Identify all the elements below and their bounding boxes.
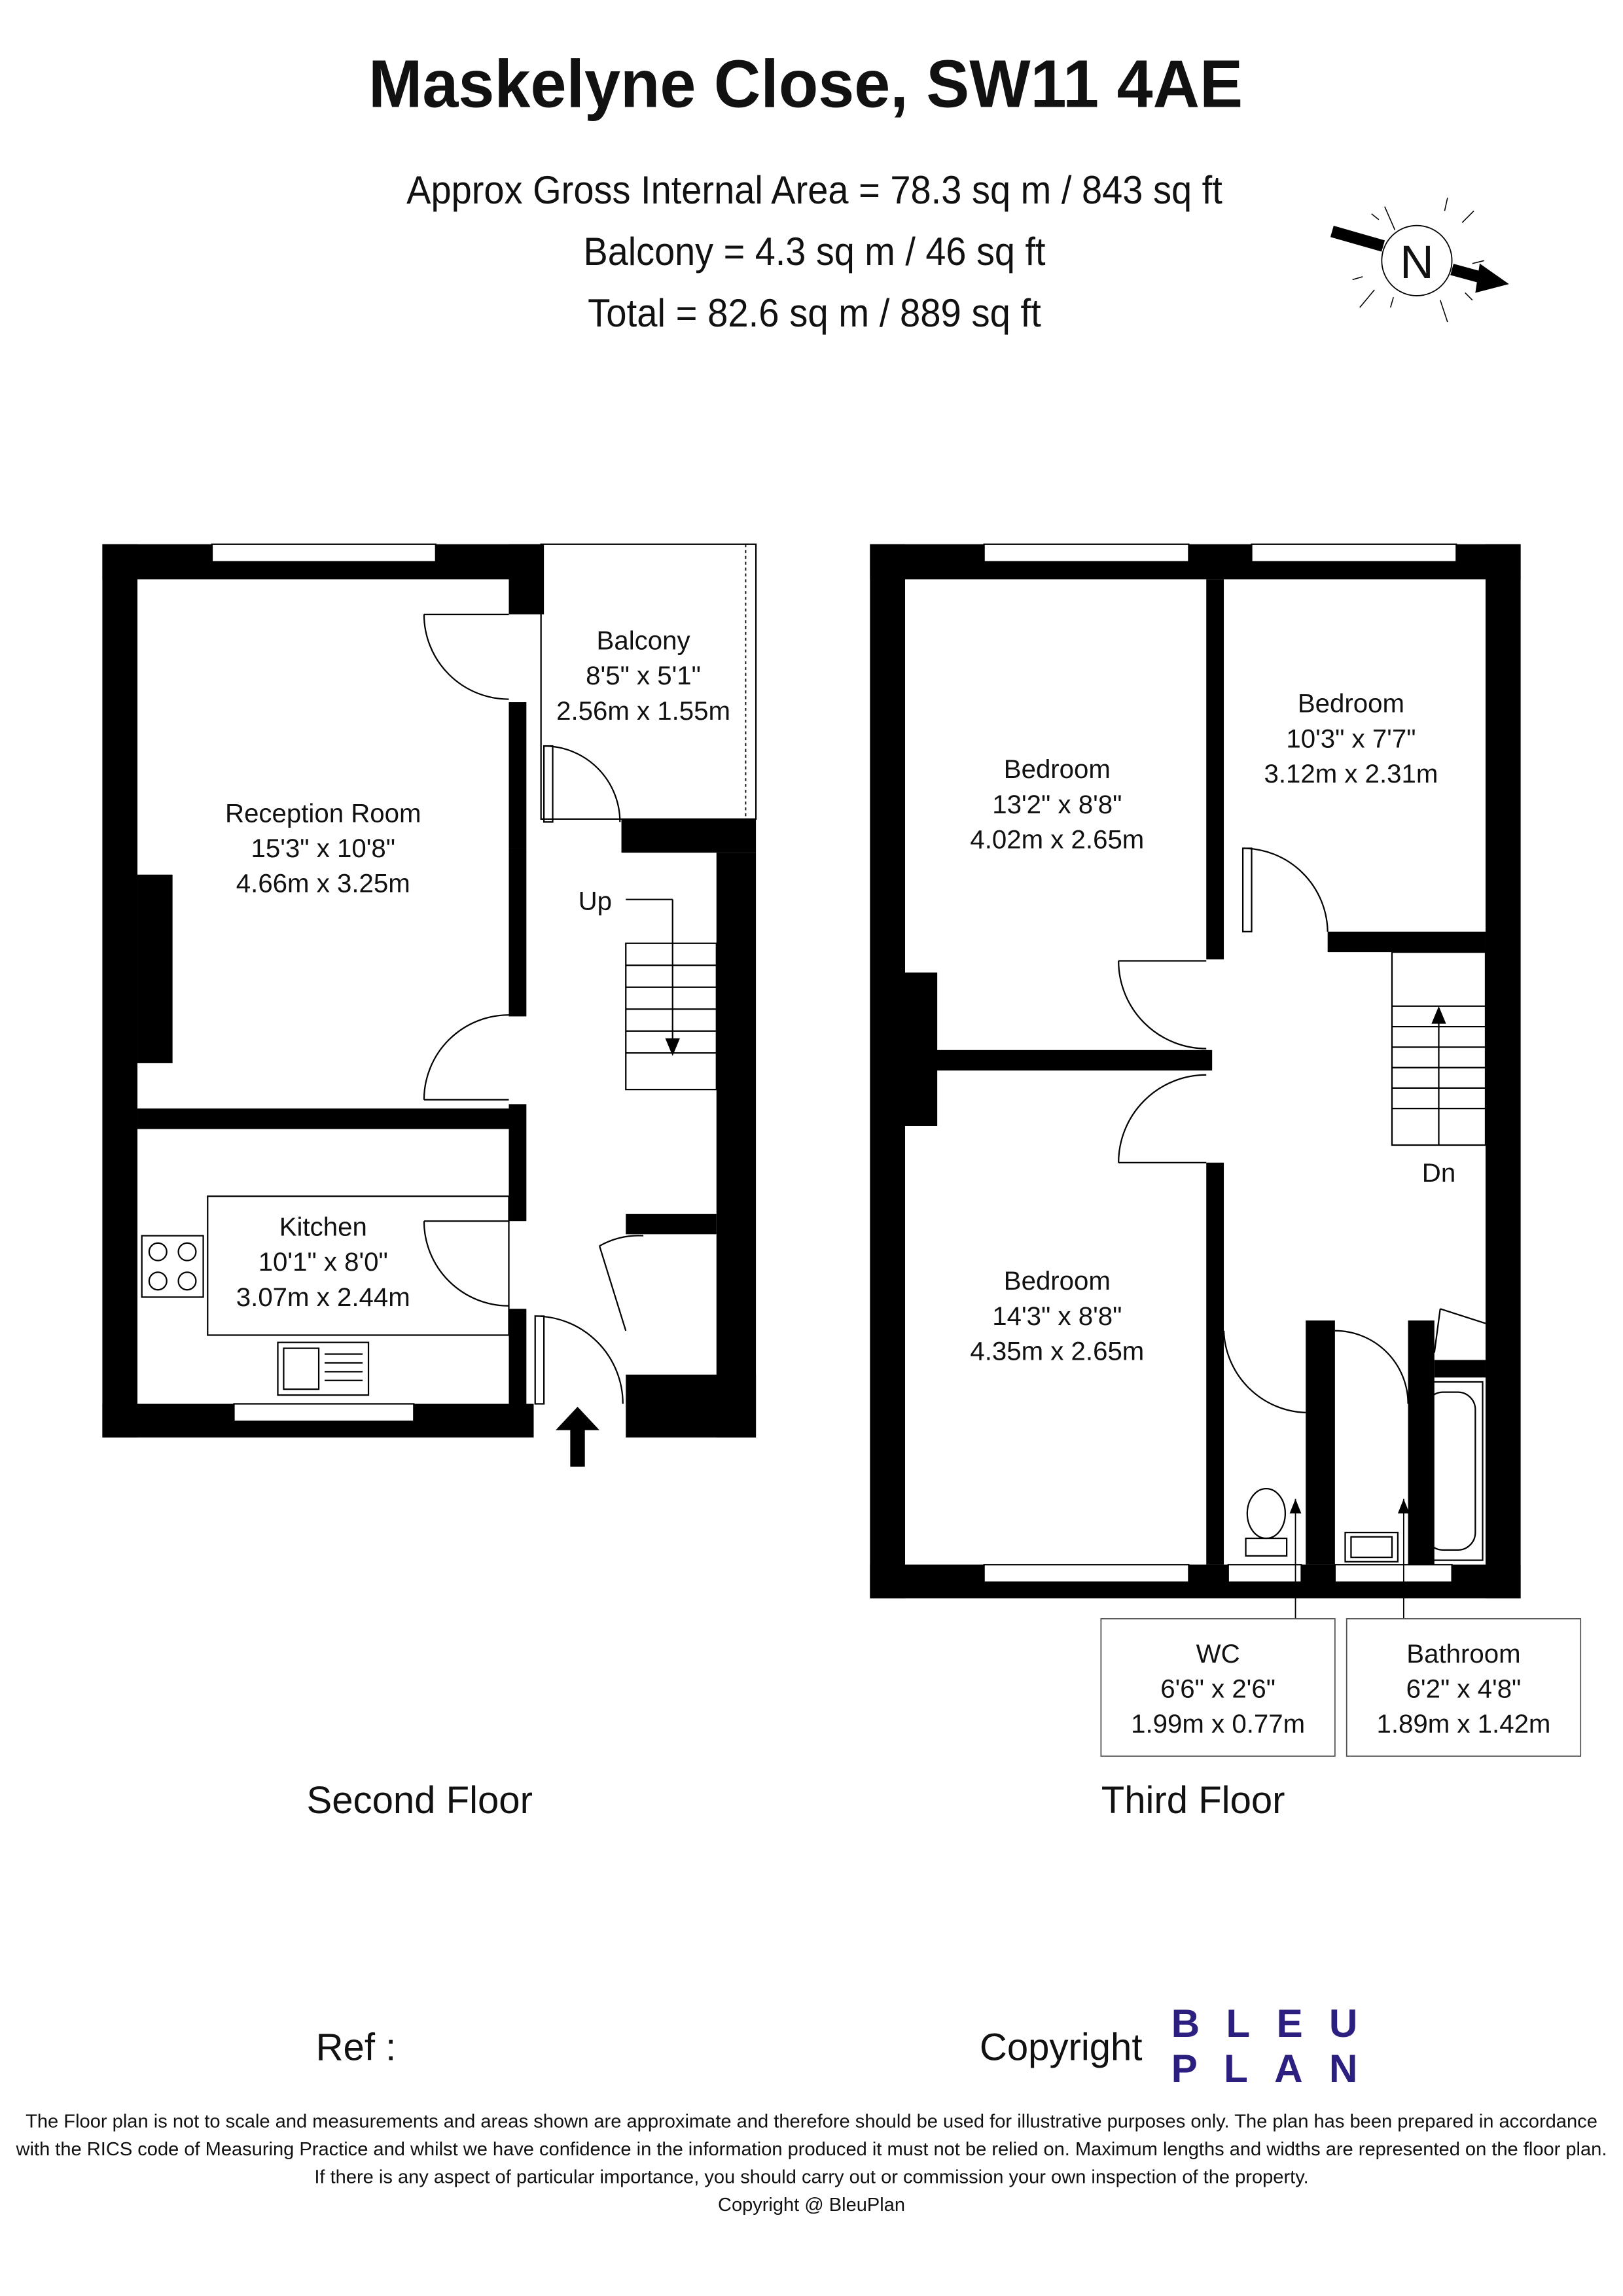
- gross-area: Approx Gross Internal Area = 78.3 sq m /…: [406, 168, 1222, 212]
- svg-text:Bedroom: Bedroom: [1004, 1266, 1111, 1296]
- svg-text:WC: WC: [1196, 1639, 1240, 1669]
- hob-icon: [141, 1235, 204, 1298]
- svg-text:Bedroom: Bedroom: [1298, 689, 1404, 718]
- balcony-area: Balcony = 4.3 sq m / 46 sq ft: [583, 229, 1045, 274]
- copyright-label: Copyright: [980, 2026, 1143, 2069]
- third-floor-plan: Bedroom 13'2" x 8'8" 4.02m x 2.65m Bedro…: [870, 543, 1582, 1822]
- svg-text:15'3" x 10'8": 15'3" x 10'8": [251, 834, 395, 863]
- svg-text:8'5" x 5'1": 8'5" x 5'1": [586, 661, 701, 690]
- ref-label: Ref :: [316, 2026, 397, 2069]
- stairs-down-label: Dn: [1422, 1158, 1455, 1188]
- bathtub-icon: [1418, 1381, 1484, 1561]
- svg-text:10'3" x 7'7": 10'3" x 7'7": [1286, 724, 1416, 753]
- svg-text:6'2" x 4'8": 6'2" x 4'8": [1406, 1674, 1522, 1704]
- third-floor-label: Third Floor: [1101, 1779, 1285, 1822]
- disclaimer-line-2: with the RICS code of Measuring Practice…: [16, 2139, 1607, 2160]
- svg-text:PLAN: PLAN: [1171, 2046, 1384, 2091]
- room-reception: Reception Room 15'3" x 10'8" 4.66m x 3.2…: [225, 798, 421, 898]
- north-compass-icon: N: [1330, 198, 1509, 323]
- svg-text:1.89m x 1.42m: 1.89m x 1.42m: [1377, 1709, 1551, 1739]
- disclaimer-copyright: Copyright @ BleuPlan: [718, 2195, 905, 2216]
- svg-text:14'3" x 8'8": 14'3" x 8'8": [992, 1301, 1122, 1331]
- svg-text:Reception Room: Reception Room: [225, 798, 421, 828]
- svg-text:4.02m x 2.65m: 4.02m x 2.65m: [970, 824, 1144, 854]
- room-wc: WC 6'6" x 2'6" 1.99m x 0.77m: [1100, 1618, 1336, 1757]
- room-bathroom: Bathroom 6'2" x 4'8" 1.89m x 1.42m: [1346, 1618, 1582, 1757]
- room-bedroom-1: Bedroom 13'2" x 8'8" 4.02m x 2.65m: [970, 754, 1144, 854]
- svg-text:Kitchen: Kitchen: [279, 1212, 367, 1242]
- room-bedroom-2: Bedroom 10'3" x 7'7" 3.12m x 2.31m: [1264, 689, 1438, 788]
- svg-text:6'6" x 2'6": 6'6" x 2'6": [1160, 1674, 1275, 1704]
- svg-text:3.12m x 2.31m: 3.12m x 2.31m: [1264, 759, 1438, 788]
- toilet-icon: [1245, 1487, 1288, 1557]
- svg-text:Balcony: Balcony: [597, 626, 691, 656]
- second-floor-plan: Balcony 8'5" x 5'1" 2.56m x 1.55m Recept…: [102, 543, 757, 1822]
- room-balcony: Balcony 8'5" x 5'1" 2.56m x 1.55m: [556, 626, 730, 726]
- svg-text:4.66m x 3.25m: 4.66m x 3.25m: [236, 869, 410, 898]
- svg-text:1.99m x 0.77m: 1.99m x 0.77m: [1131, 1709, 1305, 1739]
- stairs-up-label: Up: [579, 886, 612, 915]
- svg-text:10'1" x 8'0": 10'1" x 8'0": [259, 1247, 388, 1277]
- page-title: Maskelyne Close, SW11 4AE: [368, 46, 1243, 122]
- second-floor-label: Second Floor: [307, 1779, 533, 1822]
- room-bedroom-3: Bedroom 14'3" x 8'8" 4.35m x 2.65m: [970, 1266, 1144, 1366]
- compass-label: N: [1400, 236, 1434, 289]
- bleuplan-logo: BLEU PLAN: [1171, 2001, 1384, 2091]
- svg-text:BLEU: BLEU: [1171, 2001, 1384, 2045]
- sink-icon: [277, 1341, 370, 1396]
- entrance-arrow-icon: [556, 1406, 600, 1467]
- svg-text:4.35m x 2.65m: 4.35m x 2.65m: [970, 1336, 1144, 1366]
- room-kitchen: Kitchen 10'1" x 8'0" 3.07m x 2.44m: [236, 1212, 410, 1312]
- disclaimer-line-3: If there is any aspect of particular imp…: [314, 2166, 1308, 2187]
- total-area: Total = 82.6 sq m / 889 sq ft: [588, 291, 1041, 335]
- basin-icon: [1344, 1531, 1399, 1563]
- svg-text:2.56m x 1.55m: 2.56m x 1.55m: [556, 696, 730, 726]
- svg-text:13'2" x 8'8": 13'2" x 8'8": [992, 790, 1122, 819]
- svg-text:Bathroom: Bathroom: [1406, 1639, 1520, 1669]
- svg-text:3.07m x 2.44m: 3.07m x 2.44m: [236, 1282, 410, 1312]
- disclaimer-line-1: The Floor plan is not to scale and measu…: [26, 2111, 1597, 2132]
- svg-text:Bedroom: Bedroom: [1004, 754, 1111, 784]
